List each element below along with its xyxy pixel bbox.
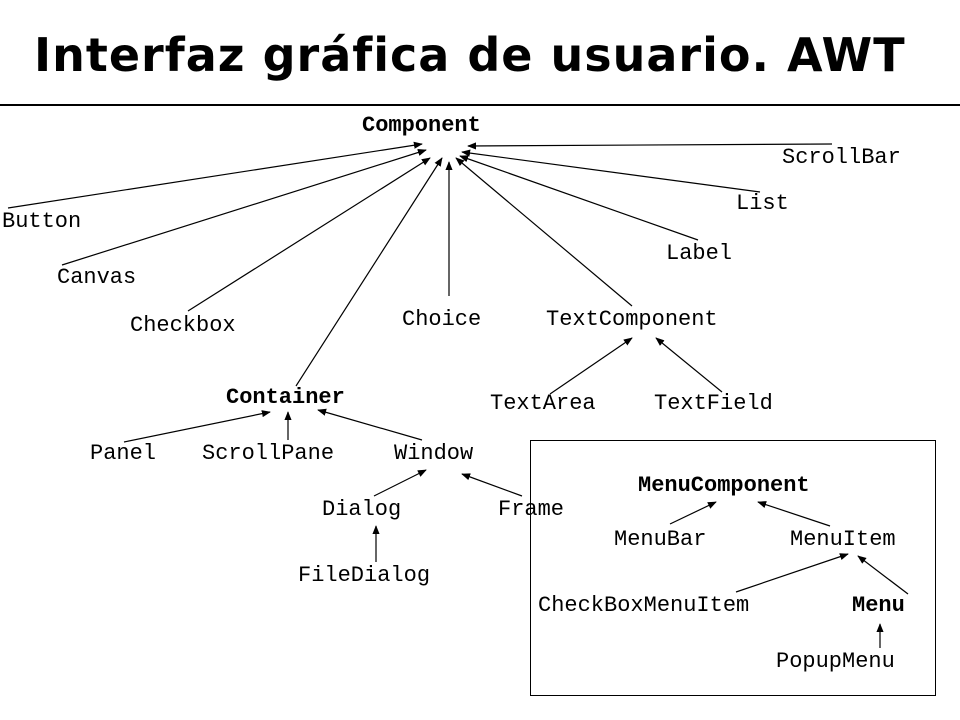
node-scrollbar: ScrollBar xyxy=(782,145,901,170)
node-frame: Frame xyxy=(498,497,565,522)
node-menucomponent: MenuComponent xyxy=(638,473,810,498)
edge-menu-menuitem xyxy=(857,555,909,595)
node-menubar: MenuBar xyxy=(614,527,707,552)
edge-checkboxmenuitem-menuitem xyxy=(735,553,849,593)
node-list: List xyxy=(736,191,789,216)
menu-hierarchy-box xyxy=(530,440,936,696)
node-label: Label xyxy=(666,241,733,266)
edge-scrollbar-component xyxy=(467,142,833,150)
edge-dialog-window xyxy=(373,469,427,497)
page-title: Interfaz gráfica de usuario. AWT xyxy=(34,28,906,82)
node-window: Window xyxy=(394,441,474,466)
node-filedialog: FileDialog xyxy=(298,563,431,588)
node-textarea: TextArea xyxy=(490,391,596,416)
node-menu: Menu xyxy=(852,593,905,618)
edge-list-component xyxy=(461,149,761,193)
node-checkbox: Checkbox xyxy=(130,313,236,338)
node-dialog: Dialog xyxy=(322,497,402,522)
edge-label-component xyxy=(459,155,699,241)
title-divider xyxy=(0,104,960,106)
edge-panel-container xyxy=(123,410,271,443)
node-panel: Panel xyxy=(90,441,157,466)
edge-textfield-textcomponent xyxy=(655,337,723,393)
edge-canvas-component xyxy=(61,149,427,266)
edge-frame-window xyxy=(461,473,523,497)
edge-container-component xyxy=(295,157,443,387)
node-component: Component xyxy=(362,113,481,138)
node-popupmenu: PopupMenu xyxy=(776,649,895,674)
node-button: Button xyxy=(2,209,82,234)
edge-menuitem-menucomponent xyxy=(757,501,831,527)
edge-textcomponent-component xyxy=(455,157,633,307)
node-textfield: TextField xyxy=(654,391,773,416)
edge-menubar-menucomponent xyxy=(669,501,717,525)
edge-checkbox-component xyxy=(187,157,431,312)
node-checkboxmenuitem: CheckBoxMenuItem xyxy=(538,593,750,618)
node-textcomponent: TextComponent xyxy=(546,307,718,332)
edge-textarea-textcomponent xyxy=(549,337,633,395)
edge-window-container xyxy=(317,408,423,441)
node-choice: Choice xyxy=(402,307,482,332)
node-container: Container xyxy=(226,385,345,410)
edge-button-component xyxy=(7,141,423,209)
node-scrollpane: ScrollPane xyxy=(202,441,335,466)
node-menuitem: MenuItem xyxy=(790,527,896,552)
node-canvas: Canvas xyxy=(57,265,137,290)
